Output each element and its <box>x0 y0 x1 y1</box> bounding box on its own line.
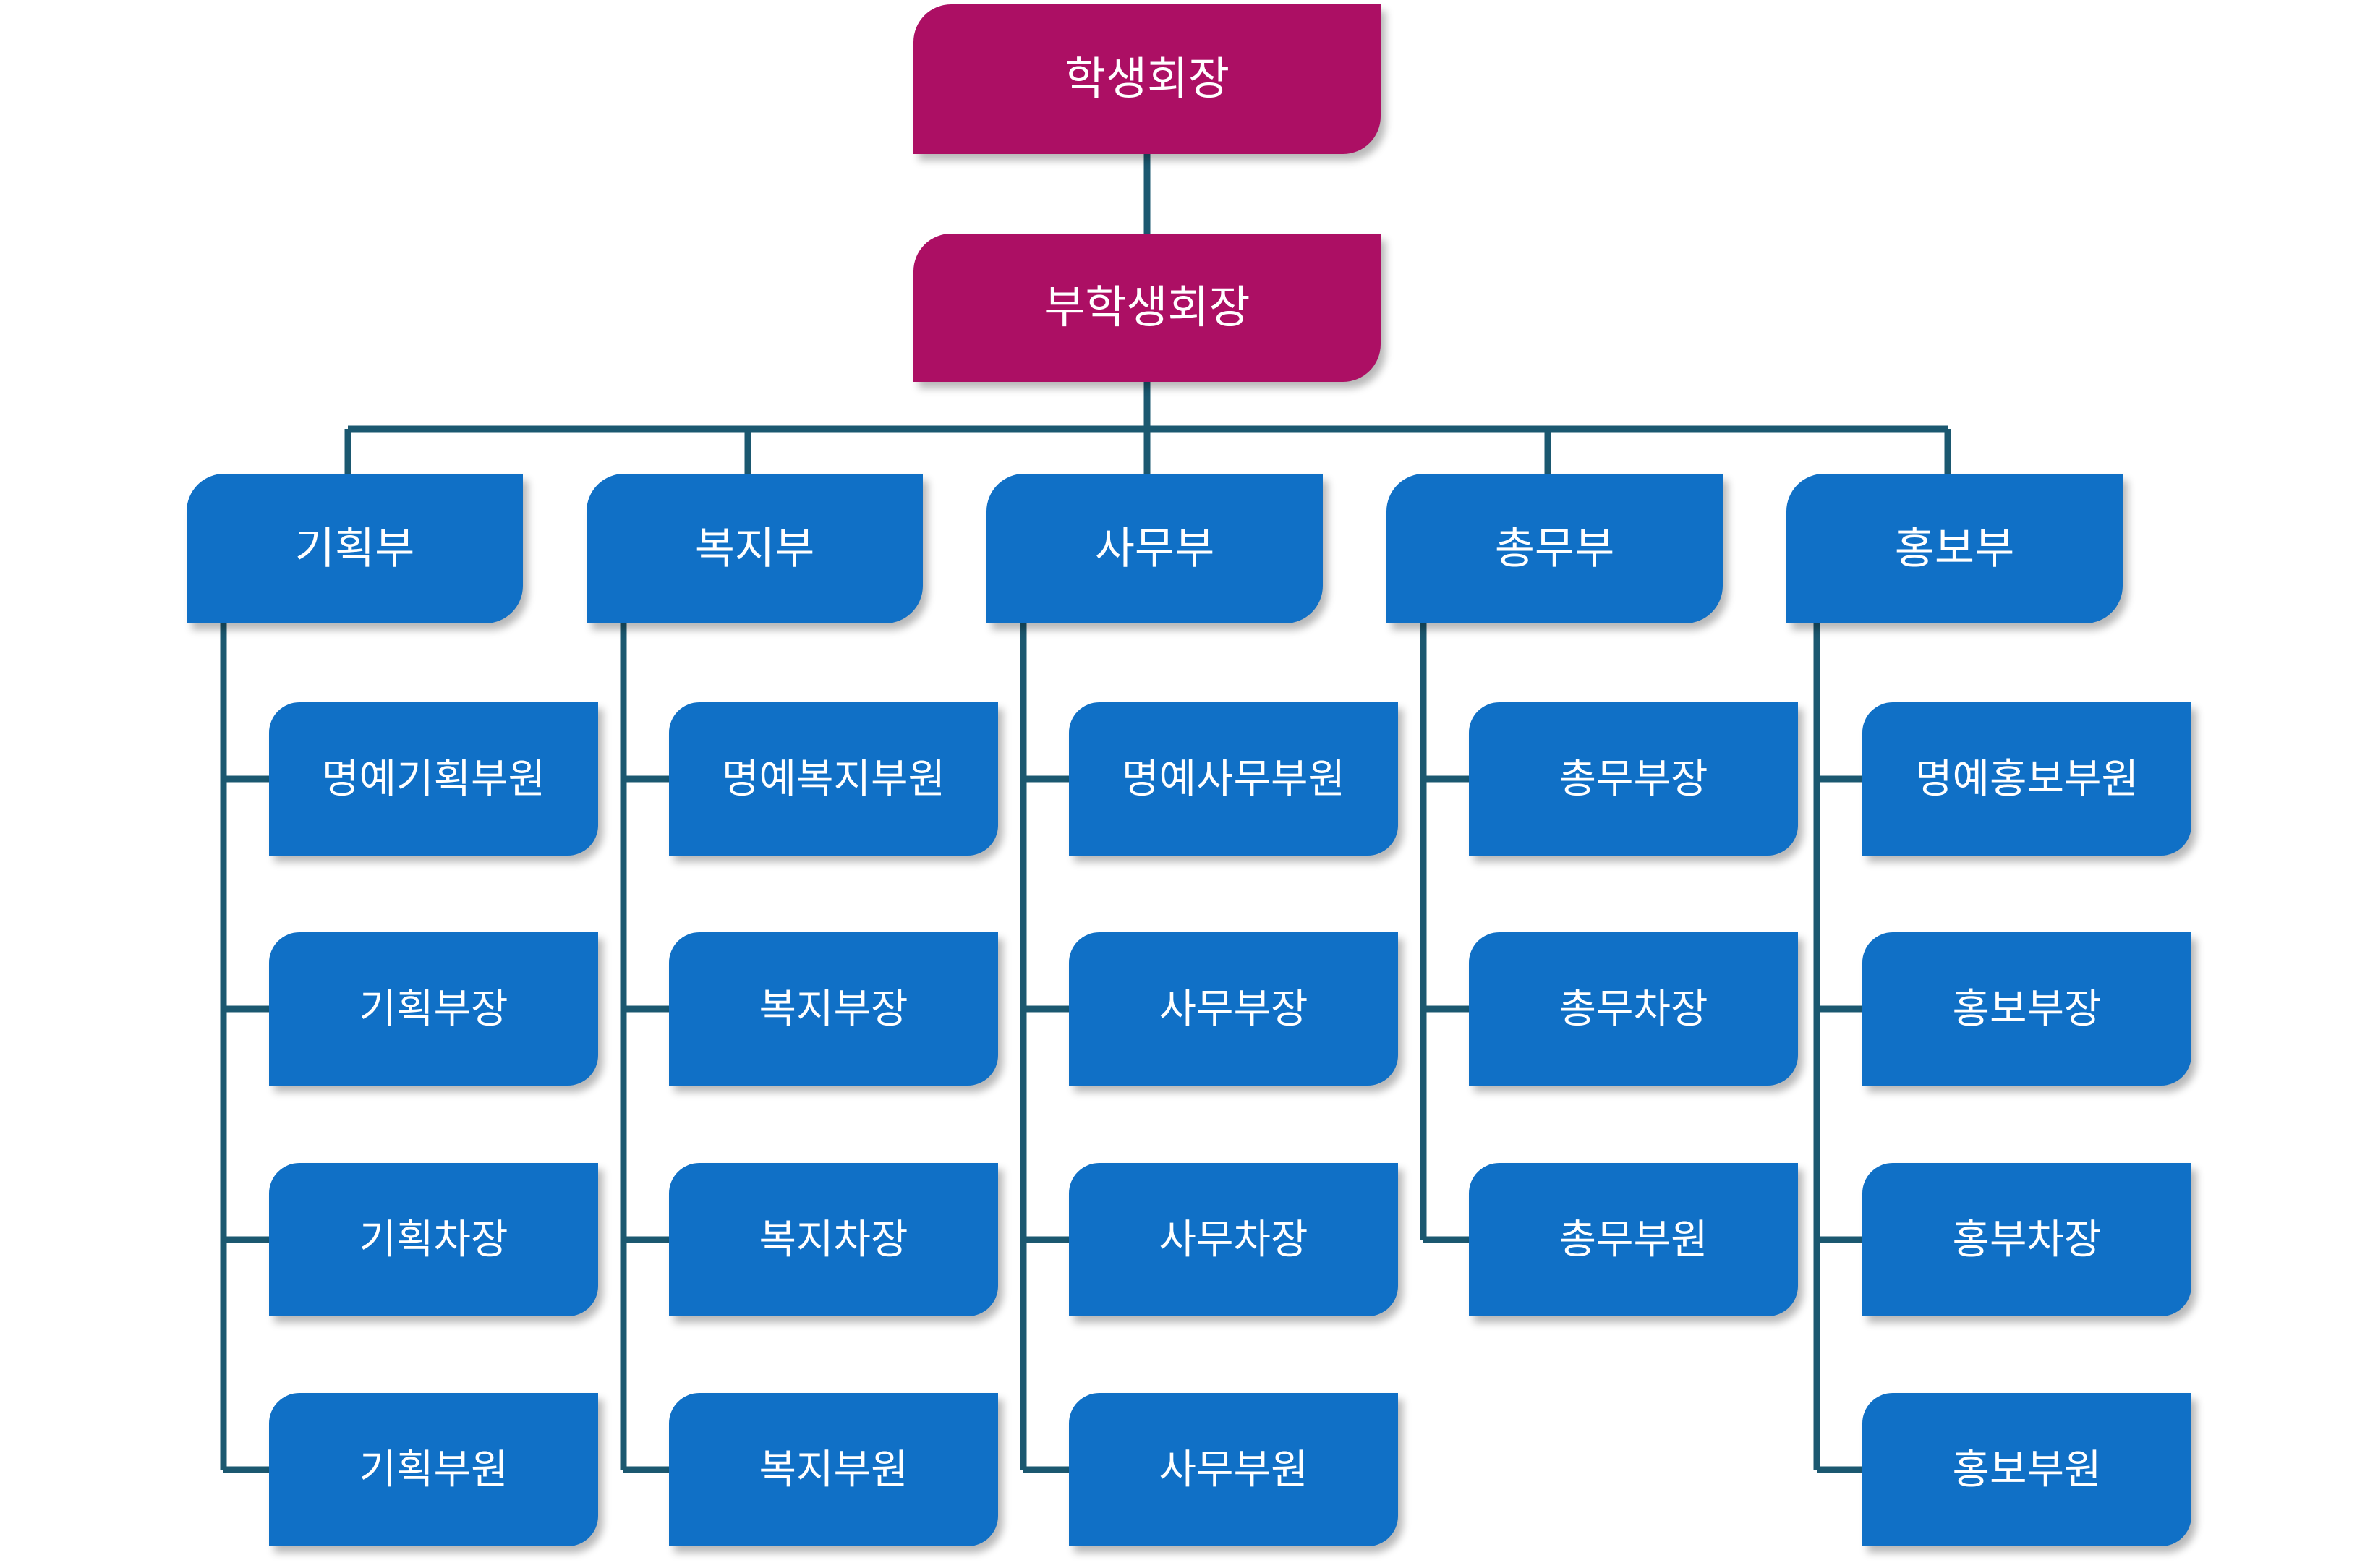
department-label: 기획부 <box>294 524 415 573</box>
member-label: 기획차장 <box>359 1216 508 1262</box>
department-label: 총무부 <box>1494 524 1615 573</box>
node-vice-president-label: 부학생회장 <box>1044 282 1250 333</box>
node-member-홍부차장[interactable]: 홍부차장 <box>1862 1163 2191 1316</box>
node-department-기획부[interactable]: 기획부 <box>187 474 523 623</box>
member-label: 사무부원 <box>1159 1446 1308 1492</box>
member-label: 홍부차장 <box>1952 1216 2102 1262</box>
node-member-복지부원[interactable]: 복지부원 <box>669 1393 998 1546</box>
member-label: 복지부장 <box>759 985 908 1031</box>
node-member-홍보부원[interactable]: 홍보부원 <box>1862 1393 2191 1546</box>
node-member-기획부원[interactable]: 기획부원 <box>269 1393 598 1546</box>
node-department-총무부[interactable]: 총무부 <box>1386 474 1723 623</box>
member-label: 명예기획부원 <box>321 755 546 801</box>
node-department-홍보부[interactable]: 홍보부 <box>1786 474 2123 623</box>
node-member-복지부장[interactable]: 복지부장 <box>669 932 998 1086</box>
node-member-사무차장[interactable]: 사무차장 <box>1069 1163 1398 1316</box>
node-member-명예홍보부원[interactable]: 명예홍보부원 <box>1862 702 2191 856</box>
node-member-명예기획부원[interactable]: 명예기획부원 <box>269 702 598 856</box>
node-member-총무차장[interactable]: 총무차장 <box>1469 932 1798 1086</box>
member-label: 복지차장 <box>759 1216 908 1262</box>
node-member-총무부원[interactable]: 총무부원 <box>1469 1163 1798 1316</box>
node-member-기획차장[interactable]: 기획차장 <box>269 1163 598 1316</box>
node-vice-president[interactable]: 부학생회장 <box>913 234 1381 382</box>
node-president[interactable]: 학생회장 <box>913 4 1381 154</box>
node-member-사무부원[interactable]: 사무부원 <box>1069 1393 1398 1546</box>
member-label: 사무차장 <box>1159 1216 1308 1262</box>
department-label: 사무부 <box>1094 524 1215 573</box>
member-label: 홍보부장 <box>1952 985 2102 1031</box>
node-member-명예복지부원[interactable]: 명예복지부원 <box>669 702 998 856</box>
member-label: 명예복지부원 <box>721 755 946 801</box>
member-label: 명예홍보부원 <box>1914 755 2139 801</box>
department-label: 홍보부 <box>1894 524 2015 573</box>
node-member-복지차장[interactable]: 복지차장 <box>669 1163 998 1316</box>
member-label: 기획부원 <box>359 1446 508 1492</box>
member-label: 총무차장 <box>1559 985 1708 1031</box>
member-label: 총무부장 <box>1559 755 1708 801</box>
node-member-명예사무부원[interactable]: 명예사무부원 <box>1069 702 1398 856</box>
member-label: 총무부원 <box>1559 1216 1708 1262</box>
member-label: 사무부장 <box>1159 985 1308 1031</box>
department-label: 복지부 <box>694 524 815 573</box>
node-department-복지부[interactable]: 복지부 <box>587 474 923 623</box>
member-label: 명예사무부원 <box>1121 755 1346 801</box>
member-label: 홍보부원 <box>1952 1446 2102 1492</box>
node-member-총무부장[interactable]: 총무부장 <box>1469 702 1798 856</box>
node-president-label: 학생회장 <box>1064 54 1230 104</box>
node-member-기획부장[interactable]: 기획부장 <box>269 932 598 1086</box>
node-department-사무부[interactable]: 사무부 <box>986 474 1323 623</box>
node-member-홍보부장[interactable]: 홍보부장 <box>1862 932 2191 1086</box>
member-label: 복지부원 <box>759 1446 908 1492</box>
node-member-사무부장[interactable]: 사무부장 <box>1069 932 1398 1086</box>
member-label: 기획부장 <box>359 985 508 1031</box>
